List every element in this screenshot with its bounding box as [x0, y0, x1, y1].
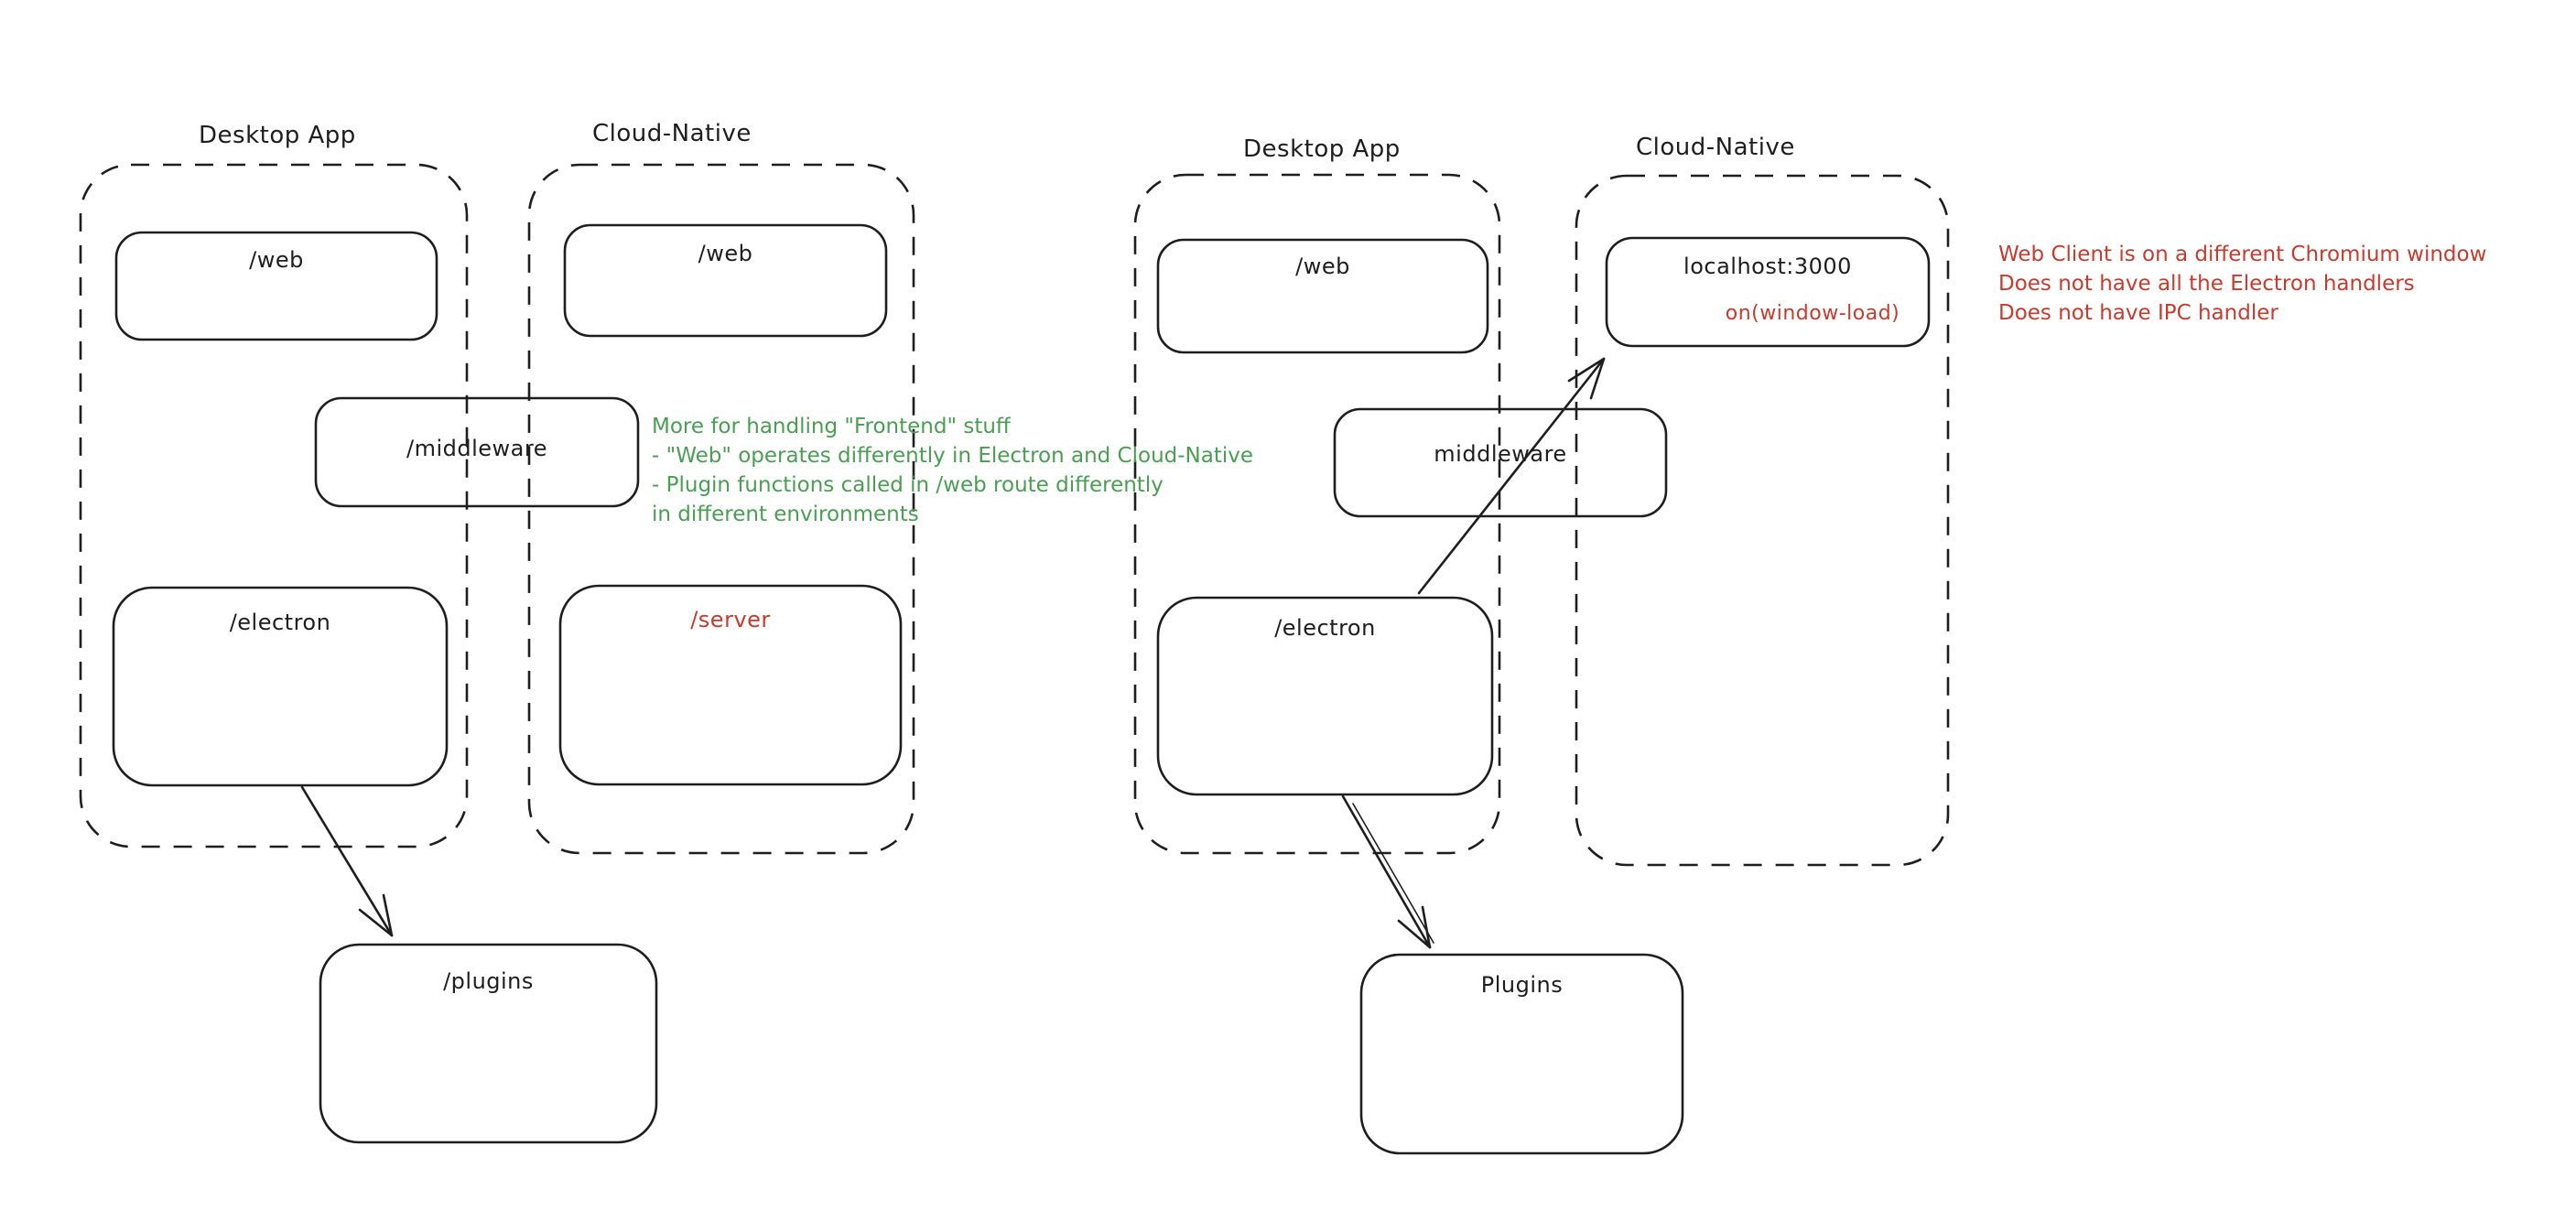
- box-server-left: [558, 584, 903, 786]
- label-desktop-app-left: Desktop App: [199, 122, 356, 149]
- box-electron-left: [112, 586, 449, 787]
- label-middleware-left: /middleware: [406, 436, 547, 461]
- label-plugins-left: /plugins: [443, 968, 534, 994]
- label-web-cloud-left: /web: [698, 241, 753, 266]
- arrow-electron-to-plugins-left: [300, 785, 394, 937]
- container-desktop-right: [1133, 173, 1501, 855]
- label-cloud-native-left: Cloud-Native: [592, 120, 752, 147]
- box-middleware-left: [314, 396, 640, 508]
- green-note-line-2: - "Web" operates differently in Electron…: [652, 444, 1254, 468]
- label-desktop-app-right: Desktop App: [1243, 135, 1401, 163]
- box-web-desktop-left: [114, 231, 438, 341]
- arrow-electron-to-localhost: [1417, 357, 1606, 595]
- label-cloud-native-right: Cloud-Native: [1636, 134, 1795, 161]
- box-plugins-left: [319, 943, 658, 1144]
- label-web-right: /web: [1295, 254, 1350, 279]
- red-note-line-3: Does not have IPC handler: [1998, 301, 2278, 325]
- red-note-line-1: Web Client is on a different Chromium wi…: [1998, 243, 2487, 266]
- label-electron-left: /electron: [229, 610, 331, 635]
- red-note-line-2: Does not have all the Electron handlers: [1998, 272, 2415, 296]
- box-middleware-right: [1333, 407, 1668, 518]
- arrow-electron-to-plugins-right: [1341, 794, 1434, 949]
- red-note: Web Client is on a different Chromium wi…: [1998, 240, 2486, 328]
- label-middleware-right: middleware: [1434, 441, 1567, 467]
- green-note-line-4: in different environments: [652, 503, 919, 526]
- green-note: More for handling "Frontend" stuff - "We…: [652, 412, 1253, 529]
- box-plugins-right: [1359, 953, 1684, 1155]
- box-localhost-right: [1605, 236, 1931, 348]
- label-localhost: localhost:3000: [1683, 254, 1852, 279]
- label-web-desktop-left: /web: [249, 247, 304, 273]
- label-plugins-right: Plugins: [1480, 972, 1564, 998]
- label-electron-right: /electron: [1274, 615, 1376, 641]
- label-server-left: /server: [690, 607, 771, 632]
- label-on-window-load: on(window-load): [1725, 302, 1900, 325]
- green-note-line-1: More for handling "Frontend" stuff: [652, 415, 1011, 438]
- green-note-line-3: - Plugin functions called in /web route …: [652, 473, 1164, 497]
- box-electron-right: [1156, 596, 1494, 796]
- box-web-right: [1156, 238, 1489, 354]
- container-cloud-left: [527, 163, 915, 855]
- box-web-cloud-left: [563, 223, 888, 338]
- container-cloud-right: [1575, 174, 1950, 867]
